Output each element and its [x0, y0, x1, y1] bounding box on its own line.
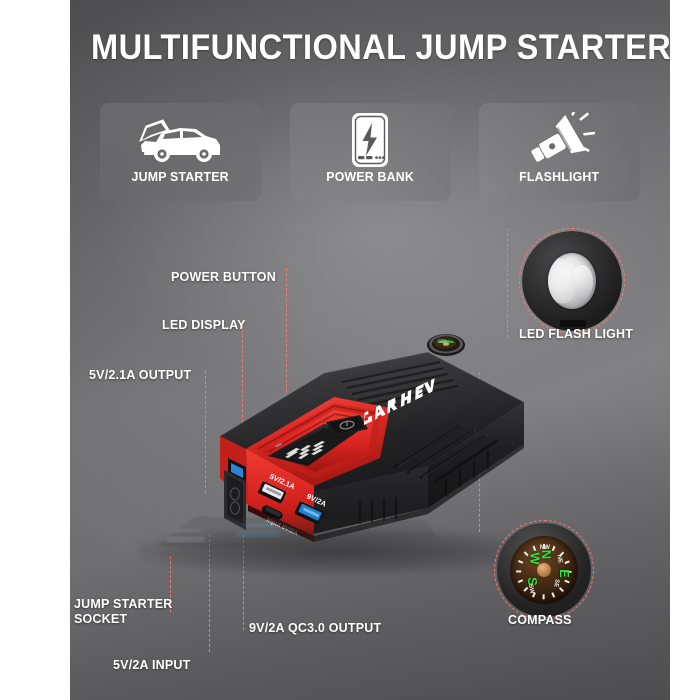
compass-ordinal-ne: NE	[555, 554, 563, 565]
leader-line-jump-socket	[170, 556, 171, 612]
callout-label-output-5v21a: 5V/2.1A OUTPUT	[89, 368, 192, 382]
compass-magnifier: N E S W NW NE SE SW	[494, 520, 594, 620]
flashlight-icon	[523, 111, 597, 167]
brand-logo-group	[364, 378, 435, 425]
callout-label-led-display: LED DISPLAY	[162, 318, 246, 332]
device-shadow	[138, 528, 528, 574]
page-title: MULTIFUNCTIONAL JUMP STARTER	[91, 28, 672, 67]
callout-label-output-9v2a-qc: 9V/2A QC3.0 OUTPUT	[249, 621, 382, 635]
compass-cardinal-e: E	[556, 569, 572, 578]
car-open-hood-icon	[136, 112, 226, 167]
page-margin-left	[0, 0, 70, 700]
product-device: 5V/2.1A Input 5V/2A 9V/2A	[128, 318, 548, 608]
callout-label-compass: COMPASS	[508, 613, 572, 627]
callout-label-input-5v2a: 5V/2A INPUT	[113, 658, 191, 672]
leader-line-led-flash	[507, 228, 508, 338]
callout-label-jump-starter-socket: JUMP STARTER SOCKET	[74, 597, 172, 627]
leader-line-output-9v2a	[243, 535, 244, 630]
leader-line-led-display	[242, 320, 243, 432]
compass-needle-hub	[536, 562, 552, 578]
feature-card-label: POWER BANK	[326, 169, 414, 184]
leader-line-input-5v2a	[209, 534, 210, 652]
led-flash-light-magnifier	[519, 228, 625, 334]
feature-card-jump-starter: JUMP STARTER	[100, 103, 261, 201]
leader-line-power-button	[286, 268, 287, 428]
callout-label-power-button: POWER BUTTON	[171, 270, 276, 284]
compass-ordinal-nw: NW	[539, 544, 550, 551]
callout-label-line-2: SOCKET	[74, 612, 128, 626]
power-bank-icon	[347, 112, 393, 167]
compass-dial	[516, 542, 572, 600]
feature-card-label: JUMP STARTER	[131, 169, 230, 184]
feature-card-list: JUMP STARTER POWER BANK	[100, 103, 640, 201]
page-margin-right	[670, 0, 700, 700]
feature-card-power-bank: POWER BANK	[289, 103, 451, 201]
callout-label-line-1: JUMP STARTER	[74, 597, 173, 611]
callout-label-led-flash-light: LED FLASH LIGHT	[519, 327, 634, 341]
leader-line-output-5v21a	[205, 371, 206, 493]
feature-card-flashlight: FLASHLIGHT	[479, 103, 640, 201]
feature-card-label: FLASHLIGHT	[519, 169, 600, 184]
